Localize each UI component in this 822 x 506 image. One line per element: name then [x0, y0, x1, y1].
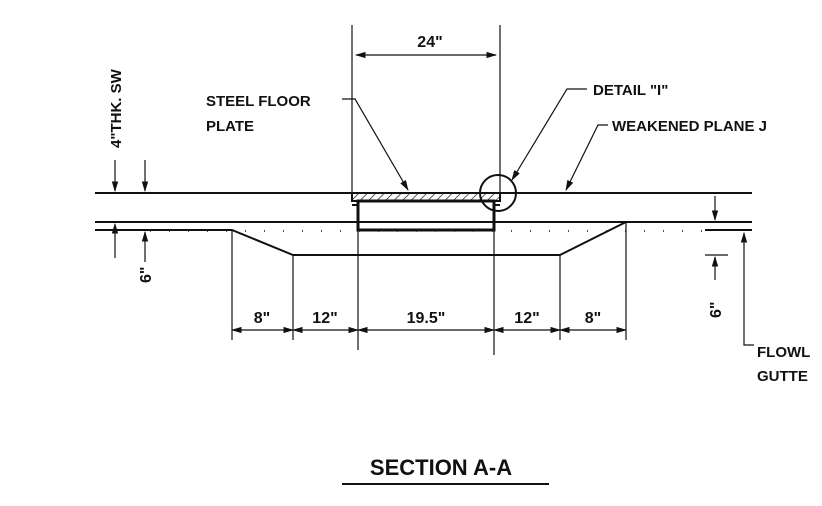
dim-12-left: 12"	[312, 310, 337, 327]
dim-left-6: 6"	[111, 222, 155, 283]
section-title: SECTION A-A	[370, 455, 512, 480]
dim-sidewalk: 4"THK. SW	[98, 68, 150, 194]
leaders	[342, 88, 754, 346]
dim-19-5: 19.5"	[407, 310, 446, 327]
steel-floor-plate	[351, 192, 501, 232]
dim-top-24-label: 24"	[417, 34, 442, 51]
weakened-plane-label: WEAKENED PLANE J	[612, 118, 767, 135]
detail-label: DETAIL "I"	[593, 82, 668, 99]
sidewalk-thickness-label: 4"THK. SW	[108, 68, 125, 148]
dim-8-right: 8"	[585, 310, 601, 327]
dim-8-left: 8"	[254, 310, 270, 327]
dim-top-24: 24"	[354, 34, 498, 59]
steel-floor-label-2: PLATE	[206, 118, 254, 135]
dim-chain-bottom: 8" 12" 19.5" 12" 8"	[230, 310, 628, 334]
detail-circle	[479, 174, 517, 212]
left-depth-label: 6"	[138, 267, 155, 283]
flowline-label-1: FLOWL	[757, 344, 810, 361]
steel-floor-label-1: STEEL FLOOR	[206, 93, 311, 110]
dim-12-right: 12"	[514, 310, 539, 327]
right-depth-label: 6"	[708, 302, 725, 318]
extension-lines	[231, 25, 752, 355]
dim-right-6: 6"	[705, 196, 728, 318]
flowline-label-2: GUTTE	[757, 368, 808, 385]
